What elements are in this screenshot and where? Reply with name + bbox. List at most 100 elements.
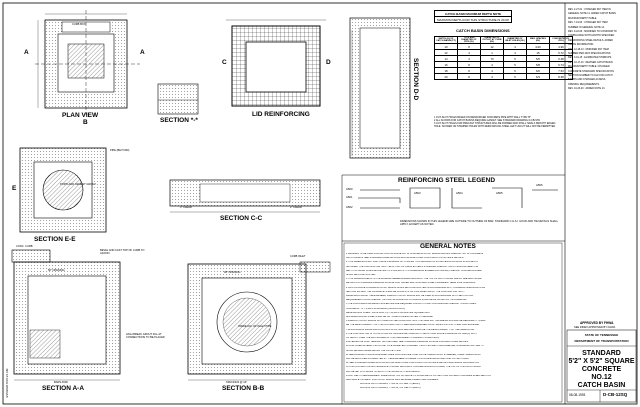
section-a-title: SECTION A-A (42, 385, 85, 392)
section-star (157, 83, 199, 115)
three-clear-label: 3" CLEAR (180, 206, 192, 209)
general-note-line: DEPTH OF BASIN SHALL BE LIMITED TO 4 INC… (346, 269, 482, 272)
spacings-label: SPACINGS @ 10" (226, 381, 248, 384)
plan-view (35, 10, 140, 115)
general-note-line: 14 PAY DEPTH MEASUREMENT MADE FROM TOP O… (346, 374, 491, 377)
general-note-line: 7 APPROPRIATE SIZING AND LOCATION OF LIF… (346, 328, 475, 331)
legend-bar-label: A505 (496, 191, 503, 195)
state-name: STATE OF TENNESSEE (584, 333, 619, 337)
dimension-footnote: 1 OUT-SLOT HOLES BASED ON REINFORCED CON… (434, 116, 531, 119)
revision-line: REV. 7-19-03 : CHANGED PAY ITEM (568, 21, 608, 25)
revision-line: NUMBER PER 2015 SPECIFICATIONS. (568, 52, 611, 55)
section-c (169, 179, 321, 213)
two-clear-label: 2" CLEAR (290, 206, 302, 209)
drawing-name-1: STANDARD (582, 350, 621, 357)
general-note-line: MAY BE ADJUSTED AS DIRECTED BY THE ENGIN… (346, 358, 470, 360)
revision-line: SECTION NUMBER TO 611 FOR CATCH (568, 74, 613, 77)
curb-inlet-label: CURB INLET (290, 255, 306, 258)
general-note-line: 3 THIS DRAWING DEPICTS THE MINIMUM GENER… (346, 278, 482, 281)
drawing-date: 08-08-1993 (569, 393, 586, 397)
dimension-table-title: CATCH BASIN DIMENSIONS (456, 28, 510, 33)
max-depth-table: CATCH BASIN MAXIMUM DEPTH NOTE MAXIMUM D… (433, 10, 513, 23)
general-note-line: BE THE RESPONSIBILITY OF THE CONTRACTOR … (346, 324, 480, 327)
bevel-label: BEVEL AND CAST TOP OF CURB TO ADJOIN (100, 249, 145, 255)
inside-dia-label: INSIDE DIA. OF INLET PIPE (238, 325, 272, 328)
general-note-line: OF GROUT OVER THE ANCHORAGE OF THE HARDW… (346, 337, 440, 339)
general-note-line: CATCH BASINS. SEE STANDARD DRAWING D-CB-… (346, 257, 464, 260)
revision-line: MAXIMUM DEPTH TABLE. (568, 16, 598, 20)
general-note-line: 10 FOR CASES WHERE THE OUTLET PIPE DIAME… (346, 345, 484, 348)
conc-curb-label: CONC. CURB (16, 245, 33, 248)
revision-line: REV. 10-23-20 : ADDED NOTE 13. (568, 87, 606, 91)
revision-line: GENERAL NOTE 11. ADDED CATCH BASIN (568, 12, 616, 16)
general-note-line: PERMISSION FROM THE ENGINEER, PRECAST CA… (346, 295, 474, 297)
legend-bar-label: A503 (414, 191, 421, 195)
bars-a500-label: BARS A500 (54, 381, 68, 384)
revision-line: COMPLIANCE WITH AASHTO SPECIFIED (568, 34, 615, 38)
opening-56-label: 56" OPENING (48, 269, 65, 272)
section-b-title: SECTION B-B (222, 385, 265, 392)
dimension-header-1: TYPE AND DIAMETER OF PIPE (IN.) (457, 36, 481, 44)
general-note-line: CONCRETE - f'c = 3,000 PSI MINIMUM (CLAS… (346, 307, 405, 310)
general-note-line: 1 DRAWING TO BE USED FOR ALL CAST-IN-PLA… (346, 253, 484, 255)
revision-line: MAXIMUM DEPTH TABLE. CHANGED (568, 65, 610, 69)
legend-bar-label: A502 (346, 205, 353, 209)
legend-note: DIMENSIONS SHOWN IN THIS LEGEND ARE OUTS… (400, 220, 559, 227)
general-note-line: 2 THIS DIMENSION MAY VARY FROM A MINIMUM… (346, 261, 478, 264)
general-note-line: MAY BE SET AT A SLOPE TO MATCH THE SLOPE… (346, 370, 421, 373)
revision-line: GRATE INFORMATION. (568, 43, 594, 47)
dimension-footnote: 3 OUT-SLOT HOLES FOR PRECAST STRUCTURES … (434, 122, 556, 128)
section-d (349, 17, 411, 159)
general-note-line: REINFORCING STEEL - ASTM A615, Fy = 60,0… (346, 311, 430, 314)
opening-38-label: 38" OPENING (224, 271, 241, 274)
dimension-header-2: DIAMETER OF OUTLET AT CURB (IN.) (480, 36, 504, 44)
dimension-cell: 8.38 (549, 73, 573, 80)
revision-line: REV. 2-27-01 : CHANGED PAY ITEM IN (568, 8, 611, 11)
section-e (19, 147, 107, 233)
curb-box-label: CURB BOX (72, 23, 86, 26)
dimension-footnote: 2 ALL FLOORS FOR CATCH BASINS REQUIRE GA… (434, 119, 540, 122)
general-note-line: ALL REINFORCING STEEL SHALL BE NO. 4 BAR… (346, 316, 433, 318)
general-note-line: 6 PRECAST CATCH BASINS WITH WEB OR TEE C… (346, 320, 486, 323)
dimension-cell: 20 (434, 73, 458, 80)
dimension-cell: 5 (503, 73, 527, 80)
dimension-table: DEPTH (H) OF CATCH BASIN (FT.)TYPE AND D… (434, 36, 573, 80)
max-depth-line: MAXIMUM DEPTH FOR THIS STRUCTURE IS 20.0… (433, 16, 513, 23)
dimension-header-0: DEPTH (H) OF CATCH BASIN (FT.) (434, 36, 458, 44)
dimension-cell: 8 (457, 73, 481, 80)
dimension-cell: 4 (480, 73, 504, 80)
section-c-title: SECTION C-C (220, 215, 263, 222)
general-note-line: SECTION 611 AND THE CONCRETE SHALL BE CL… (346, 290, 465, 293)
drawing-name-2: 5'2" X 5'2" SQUARE (568, 358, 635, 365)
dimension-header-4: MAX. SPACING (IN.) (526, 36, 550, 44)
pay-item-line: 611-12.03 CATCH BASINS, TYPE 12, 4'-8' D… (360, 387, 421, 390)
pay-item-line: 611-12.02 CATCH BASINS, TYPE 12, 0-4' DE… (360, 383, 421, 386)
general-note-line: DETAILS ON STANDARD DRAWING D-CB-SR FOR … (346, 282, 476, 285)
section-a (11, 249, 121, 381)
approval-stamp: APPROVED BY FHWA (580, 321, 614, 325)
lid-reinforcing-title: LID REINFORCING (252, 111, 310, 118)
legend-bar-label: A504 (456, 191, 463, 195)
cut-label-b: B (83, 119, 88, 126)
revision-line: BASINS AND CHANGED ACCESS (568, 78, 606, 82)
section-star-title: SECTION *-* (160, 117, 198, 124)
general-note-line: 9 ALTERNATIVE JOINT SEALANT MAY BE USED.… (346, 341, 469, 344)
general-notes-title: GENERAL NOTES (420, 243, 476, 250)
revision-line: REV. 3-01-15 : ELIMINATED STIRRUPS. (568, 56, 612, 60)
general-note-line: SHALL BE MAINTAINED ABOVE THE OUTLET PIP… (346, 349, 402, 352)
cut-label-c: C (222, 59, 227, 66)
grout-label: PORTLAND CEMENT GROUT (60, 183, 96, 186)
general-note-line: SATISFIED. THE CONTRACTOR HAS THE OPTION… (346, 265, 478, 268)
legend-bar-label: A501 (346, 195, 353, 199)
lid-reinforcing (226, 19, 326, 107)
dimension-footnotes: 1 OUT-SLOT HOLES BASED ON REINFORCED CON… (434, 116, 562, 128)
drawing-name-5: CATCH BASIN (577, 382, 626, 389)
drawing-name-4: NO.12 (591, 374, 612, 381)
general-note-line: REQUIREMENTS FOR PRECAST OR CAST-IN-PLAC… (346, 299, 467, 302)
general-note-line: AND GRATE. PAYMENT FOR CATCH BASINS WILL… (346, 379, 439, 381)
reinforcing-legend-bars (358, 187, 558, 209)
reinforcing-legend-title: REINFORCING STEEL LEGEND (398, 177, 496, 184)
